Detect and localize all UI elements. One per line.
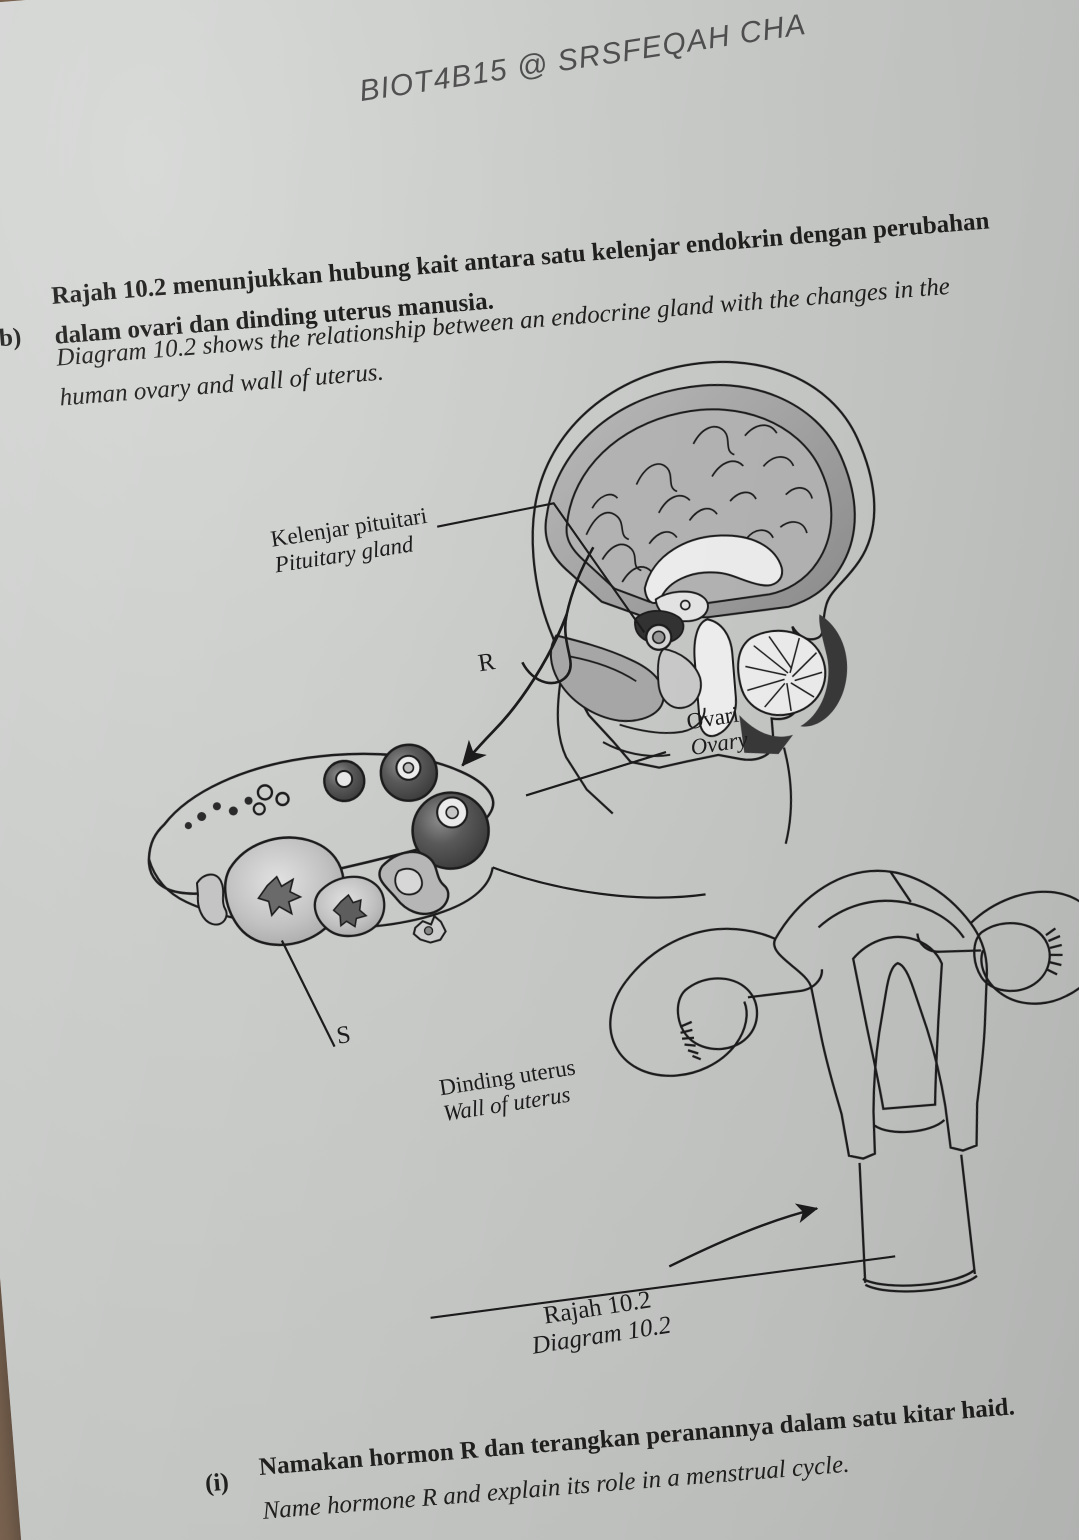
structure-s-leader-line (280, 940, 336, 1048)
diagram-10-2-figure (147, 360, 1079, 1319)
ovary-illustration (147, 743, 495, 947)
released-ovum (412, 914, 447, 944)
marker-hormone-r: R (476, 648, 497, 678)
uterus-wall-leader-line (430, 1203, 896, 1319)
uterus-illustration (609, 869, 1079, 1293)
brain-head-illustration (531, 360, 876, 845)
primary-follicle (323, 759, 366, 803)
ovary-leader-line (525, 751, 667, 797)
watermark-header: BIOT4B15 @ SRSFEQAH CHA (357, 7, 809, 109)
hormone-r-arrow (461, 546, 595, 767)
label-ovary: Ovari Ovary (685, 701, 750, 761)
pituitary-leader-line (436, 502, 646, 634)
secondary-follicle (379, 743, 439, 803)
graafian-follicle (411, 791, 490, 870)
ovary-to-uterus-connector (492, 866, 706, 899)
pituitary-gland-structure (645, 623, 673, 651)
question-i-number: (i) (204, 1468, 230, 1498)
corpus-albicans (313, 875, 386, 938)
